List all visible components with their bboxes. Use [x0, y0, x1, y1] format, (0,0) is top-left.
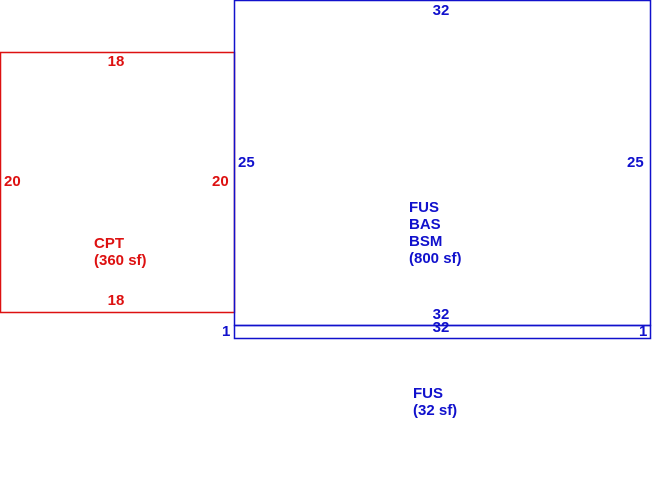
main-top-dimension: 32	[433, 2, 450, 19]
main-label-line1: FUS	[409, 199, 439, 216]
main-label-line2: BAS	[409, 216, 441, 233]
cpt-right-dimension: 20	[212, 173, 229, 190]
cpt-outline	[0, 51, 236, 314]
strip-area-label: (32 sf)	[413, 402, 457, 419]
strip-name-label: FUS	[413, 385, 443, 402]
cpt-name-label: CPT	[94, 235, 124, 252]
main-left-dimension: 25	[238, 154, 255, 171]
main-label-line3: BSM	[409, 233, 442, 250]
cpt-area-label: (360 sf)	[94, 252, 147, 269]
strip-section: 32 1 1 FUS (32 sf)	[222, 319, 652, 419]
strip-outline	[233, 324, 652, 340]
main-area-label: (800 sf)	[409, 250, 462, 267]
main-bottom-dimension: 32	[433, 306, 450, 323]
strip-right-dimension: 1	[639, 323, 647, 340]
cpt-top-dimension: 18	[108, 53, 125, 70]
strip-left-dimension: 1	[222, 323, 230, 340]
main-outline	[233, 0, 652, 327]
cpt-bottom-dimension: 18	[108, 292, 125, 309]
cpt-section: 18 18 20 20 CPT (360 sf)	[0, 51, 236, 314]
strip-top-dimension: 32	[433, 319, 450, 336]
cpt-left-dimension: 20	[4, 173, 21, 190]
main-right-dimension: 25	[627, 154, 644, 171]
main-section: 32 32 25 25 FUS BAS BSM (800 sf)	[233, 0, 652, 327]
